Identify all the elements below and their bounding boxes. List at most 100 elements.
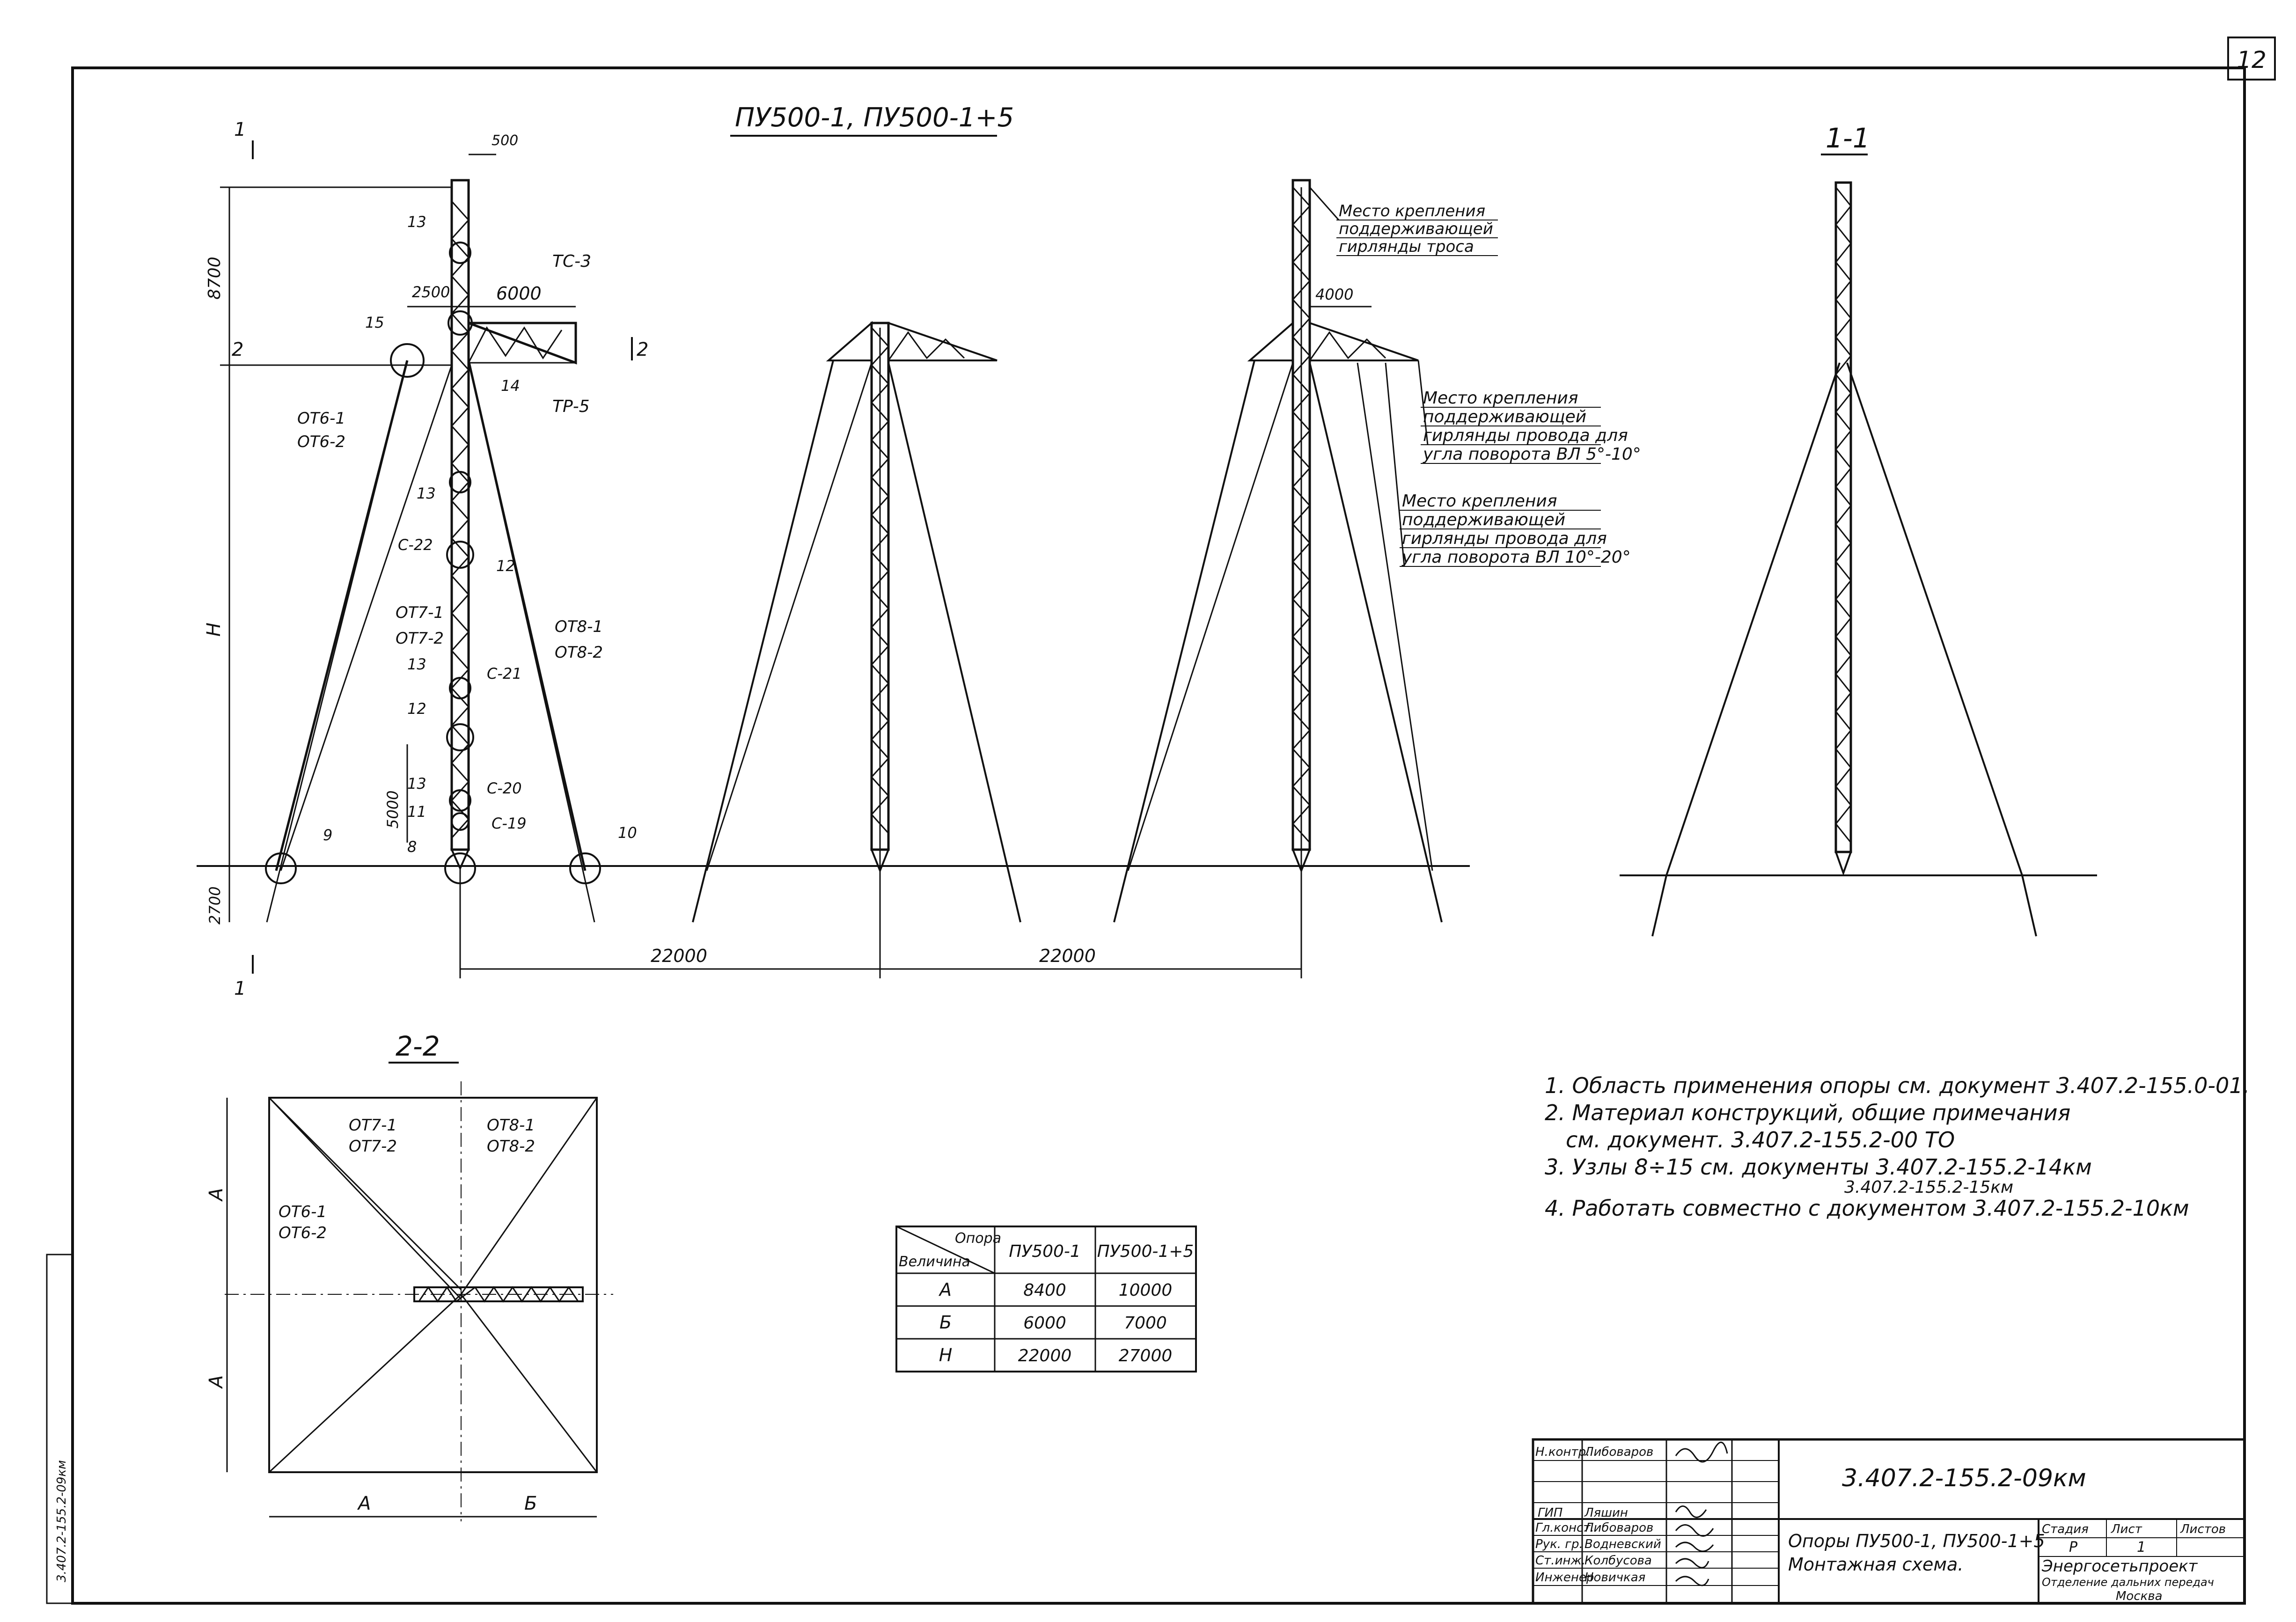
callout-a5-1: Место крепления [1423,389,1578,408]
member-c19: С-19 [491,815,527,832]
section-1-1-zigzag [1835,187,1852,843]
node-14-circle [447,310,473,336]
table-row-name-3: Н [939,1345,953,1365]
node-8-label: 8 [407,838,417,856]
table-row-name-1: А [938,1279,952,1300]
plan-ot7-2: ОТ7-2 [349,1137,397,1156]
general-notes: 1. Область применения опоры см. документ… [1545,1072,2270,1222]
node-13a-circle [449,242,471,264]
tb-sheet-value: 1 [2137,1539,2146,1556]
node-11-circle [451,812,469,831]
side-stamp-box [46,1254,73,1604]
member-ot6-2: ОТ6-2 [297,433,345,451]
mast-base [450,849,470,871]
plan-square [268,1097,598,1473]
crossarm2-left [826,321,873,361]
tb-title-line1: Опоры ПУ500-1, ПУ500-1+5 [1788,1531,2045,1551]
crossarm-web [468,326,563,363]
section-1-1-guy-left [1665,362,1841,876]
tb-name-3: Водневский [1584,1537,1661,1551]
tb-org-1: Энергосетьпроект [2041,1557,2198,1576]
plan-crossarm-web [418,1286,579,1303]
plan-diag-4 [460,1294,598,1473]
callout-trosa: Место крепления поддерживающей гирлянды … [1336,202,1498,256]
callout-a5-4: угла поворота ВЛ 5°-10° [1423,445,1641,464]
section-1-1-view: 1-1 [1620,122,2097,937]
plan-crossarm [413,1286,584,1302]
plan-dim-A-horiz: A [357,1493,371,1514]
node-9-label: 9 [323,826,332,844]
table-cell-2-1: 6000 [1023,1314,1066,1333]
mast3-zigzag [1291,186,1311,844]
dim-5000-label: 5000 [384,791,402,829]
member-tc3: ТС-3 [552,252,591,271]
callout-a10-1: Место крепления [1402,492,1557,511]
tb-doc-code: 3.407.2-155.2-09км [1842,1464,2086,1492]
tb-org-3: Москва [2116,1589,2163,1603]
parameters-table: Опора Величина ПУ500-1 ПУ500-1+5 А 8400 … [895,1226,1197,1372]
dim-2500-label: 2500 [412,283,450,301]
crossarm3-web [1309,331,1386,361]
tb-role-3: Рук. гр. [1535,1537,1583,1551]
section-1-1-anchor-left [1651,875,1667,937]
tb-org-2: Отделение дальних передач [2042,1576,2214,1589]
tb-role-1: ГИП [1538,1506,1563,1520]
callout-a10-3: гирлянды провода для [1402,529,1607,548]
plan-diag-1b [268,1097,462,1300]
tb-name-0: Либоваров [1584,1445,1653,1459]
section-1-top: 1 [234,119,246,140]
node-15-circle [390,343,425,378]
tower-elevation-2 [692,321,1021,923]
node-10-label: 10 [618,824,637,842]
signatures-graphic [1675,1441,1728,1586]
span-2-label: 22000 [1039,946,1096,966]
table-header-diagonal [896,1226,995,1274]
mast2-base [870,849,890,873]
plan-ot7-1: ОТ7-1 [349,1116,397,1135]
node-13b-circle [449,471,471,493]
guy-ot6-ext [266,360,408,923]
table-frame [895,1226,1197,1372]
title-block: Н.контр. Либоваров ГИП Ляшин Гл.конст. Л… [1532,1438,2246,1605]
callout-a5-3: гирлянды провода для [1423,426,1628,445]
node-14-label: 14 [501,377,520,395]
mast-zigzag [450,200,470,839]
section-1-1-guy-right [1846,362,2023,876]
node-13b-label: 13 [417,484,436,502]
leader-angle-5 [1417,360,1429,445]
callout-trosa-2: поддерживающей [1339,220,1493,238]
node-12b-label: 12 [407,700,426,718]
node-12a-circle [446,541,474,569]
table-cell-1-1: 8400 [1023,1281,1066,1300]
section-1-1-base [1834,851,1852,876]
callout-trosa-3: гирлянды троса [1339,237,1474,256]
tb-sheet-label: Лист [2111,1522,2142,1536]
span-1-label: 22000 [651,946,707,966]
tb-role-0: Н.контр. [1535,1445,1590,1459]
plan-ot8-1: ОТ8-1 [487,1116,535,1135]
title-block-frame [1532,1438,2246,1605]
tb-role-2: Гл.конст. [1535,1521,1594,1535]
table-row-name-2: Б [939,1312,952,1333]
leader-angle-10 [1385,362,1405,567]
section-1-1-title: 1-1 [1826,122,1870,154]
member-ot8-1: ОТ8-1 [555,617,603,636]
node-12a-label: 12 [496,557,515,575]
note-2-cont: см. документ. 3.407.2-155.2-00 ТО [1566,1127,1955,1152]
crossarm-tp5 [468,322,577,365]
section-2-2-title: 2-2 [396,1030,440,1062]
tower-elevation-3: 4000 [1113,179,1443,923]
member-ot6-1: ОТ6-1 [297,409,345,428]
guy2-left-in [706,362,873,871]
member-c20: С-20 [487,779,522,797]
side-stamp: 3.407.2-155.2-09км [55,1460,69,1582]
section-2-2-view: 2-2 A A A Б ОТ7-1 ОТ7-2 ОТ8-1 ОТ8-2 ОТ6-… [205,1030,613,1521]
tb-name-1: Ляшин [1584,1506,1628,1520]
dim-500-label: 500 [491,132,518,149]
node-13d-circle [449,789,471,812]
sheet-frame [71,66,2246,1605]
tb-title-line2: Монтажная схема. [1788,1554,1963,1575]
node-9-circle [265,852,297,884]
crossarm2-web [888,331,965,361]
